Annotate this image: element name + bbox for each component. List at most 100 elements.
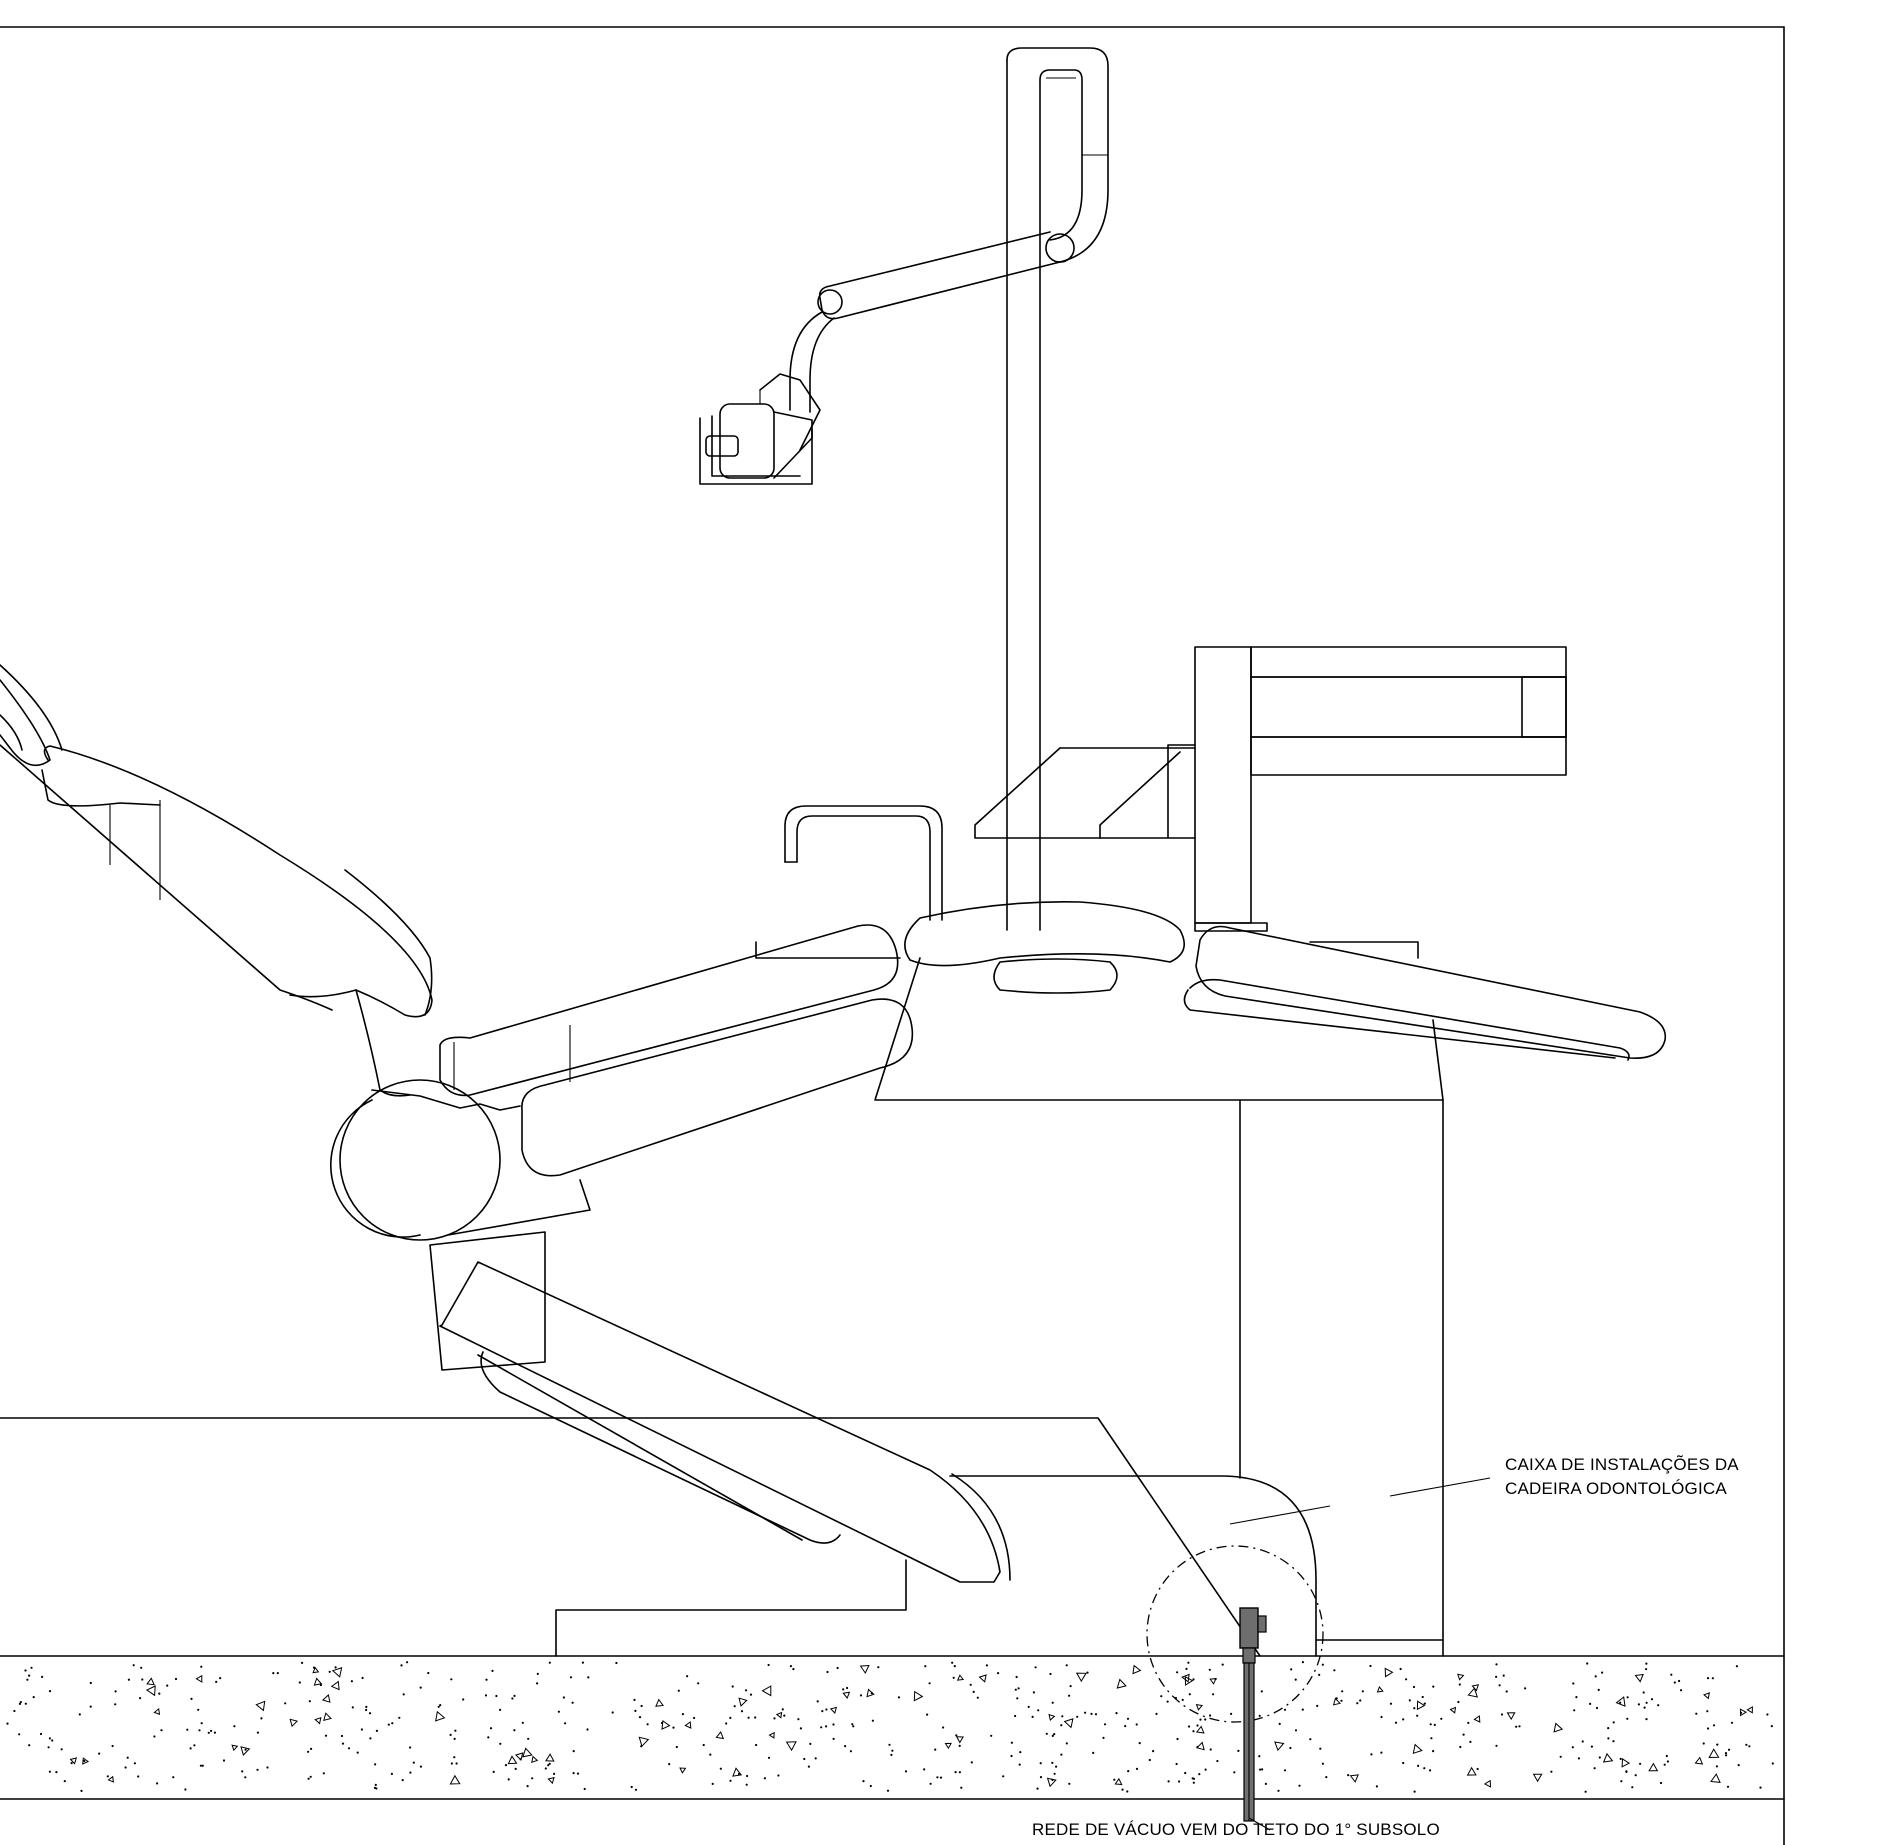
hatch-dot [1192, 1781, 1195, 1784]
hatch-dot [1459, 1745, 1462, 1749]
hatch-dot [1135, 1767, 1139, 1770]
hatch-dot [1678, 1679, 1681, 1683]
hatch-dot [877, 1666, 880, 1669]
hatch-dot [792, 1668, 795, 1671]
hatch-dot [1643, 1706, 1646, 1709]
hatch-dot [562, 1696, 566, 1699]
hatch-dot [672, 1726, 675, 1729]
hatch-dot [453, 1737, 456, 1740]
hatch-dot [1090, 1712, 1093, 1715]
hatch-dot [1135, 1723, 1138, 1726]
hatch-dot [587, 1676, 590, 1679]
hatch-dot [1160, 1695, 1163, 1698]
hatch-dot [942, 1726, 945, 1729]
hatch-dot [842, 1688, 845, 1691]
hatch-dot [1359, 1699, 1362, 1702]
hatch-dot [1027, 1705, 1030, 1708]
hatch-dot [1204, 1718, 1207, 1721]
hatch-dot [70, 1762, 73, 1765]
hatch-dot [1176, 1737, 1179, 1741]
hatch-dot [729, 1716, 732, 1719]
hatch-aggregate [1195, 1741, 1205, 1751]
hatch-dot [499, 1742, 502, 1745]
hatch-dot [1294, 1678, 1297, 1681]
hatch-dot [1625, 1770, 1628, 1773]
hatch-dot [172, 1776, 175, 1779]
hatch-dot [1014, 1714, 1017, 1718]
hatch-aggregate [195, 1674, 203, 1683]
hatch-dot [1188, 1693, 1191, 1696]
hatch-dot [499, 1708, 502, 1711]
hatch-aggregate [547, 1776, 555, 1785]
hatch-dot [1467, 1721, 1470, 1724]
hatch-dot [365, 1708, 368, 1712]
hatch-dot [1126, 1717, 1130, 1720]
hatch-dot [133, 1762, 136, 1765]
hatch-dot [1620, 1780, 1623, 1783]
hatch-dot [1198, 1773, 1201, 1776]
hatch-dot [1469, 1740, 1472, 1743]
hatch-dot [1325, 1776, 1328, 1779]
chair-pivot-joint [330, 1079, 591, 1371]
hatch-dot [1127, 1770, 1130, 1773]
hatch-dot [1413, 1707, 1416, 1710]
hatch-dot [1612, 1721, 1615, 1724]
hatch-dot [184, 1788, 187, 1791]
hatch-dot [746, 1774, 749, 1778]
hatch-aggregate [955, 1736, 964, 1744]
hatch-dot [783, 1714, 786, 1717]
hatch-dot [1500, 1713, 1504, 1716]
hatch-dot [1264, 1782, 1267, 1785]
hatch-dot [849, 1750, 853, 1753]
hatch-aggregate [978, 1674, 987, 1683]
hatch-dot [1076, 1715, 1079, 1718]
hatch-dot [681, 1713, 685, 1716]
hatch-aggregate [661, 1719, 671, 1730]
hatch-dot [1405, 1678, 1408, 1681]
hatch-dot [634, 1788, 638, 1791]
chair-headrest [0, 664, 63, 767]
hatch-dot [1258, 1714, 1261, 1717]
hatch-aggregate [1506, 1712, 1516, 1721]
spittoon-faucet [784, 805, 943, 921]
hatch-dot [1711, 1677, 1714, 1680]
hatch-dot [1642, 1691, 1645, 1694]
hatch-aggregate [944, 1742, 952, 1750]
hatch-dot [1581, 1740, 1584, 1743]
installation-box-label: CAIXA DE INSTALAÇÕES DA CADEIRA ODONTOLÓ… [1505, 1453, 1739, 1501]
hatch-dot [1402, 1761, 1405, 1765]
hatch-dot [976, 1696, 979, 1699]
hatch-dot [1727, 1748, 1731, 1751]
hatch-dot [32, 1696, 35, 1699]
hatch-dot [1341, 1690, 1344, 1693]
hatch-dot [1584, 1790, 1587, 1793]
hatch-dot [1298, 1784, 1301, 1787]
hatch-dot [487, 1736, 490, 1739]
hatch-aggregate [1349, 1774, 1359, 1783]
hatch-dot [527, 1737, 530, 1740]
hatch-dot [328, 1670, 331, 1673]
hatch-aggregate [1384, 1667, 1394, 1678]
hatch-aggregate [638, 1736, 650, 1748]
hatch-dot [186, 1728, 189, 1731]
hatch-dot [406, 1661, 409, 1664]
hatch-dot [581, 1661, 585, 1664]
hatch-dot [1590, 1745, 1593, 1748]
hatch-dot [207, 1731, 210, 1734]
hatch-dot [1745, 1743, 1748, 1746]
hatch-dot [693, 1716, 696, 1720]
hatch-dot [1301, 1708, 1304, 1711]
hatch-dot [970, 1761, 973, 1764]
hatch-dot [1673, 1681, 1676, 1684]
hatch-dot [1148, 1758, 1151, 1762]
hatch-dot [888, 1743, 891, 1746]
hatch-dot [891, 1749, 894, 1752]
hatch-dot [48, 1770, 52, 1773]
hatch-aggregate [289, 1718, 299, 1728]
hatch-dot [507, 1778, 510, 1781]
hatch-dot [1102, 1736, 1105, 1739]
hatch-aggregate [545, 1753, 555, 1762]
hatch-dot [495, 1694, 498, 1698]
hatch-dot [419, 1686, 422, 1689]
hatch-dot [1457, 1700, 1460, 1704]
